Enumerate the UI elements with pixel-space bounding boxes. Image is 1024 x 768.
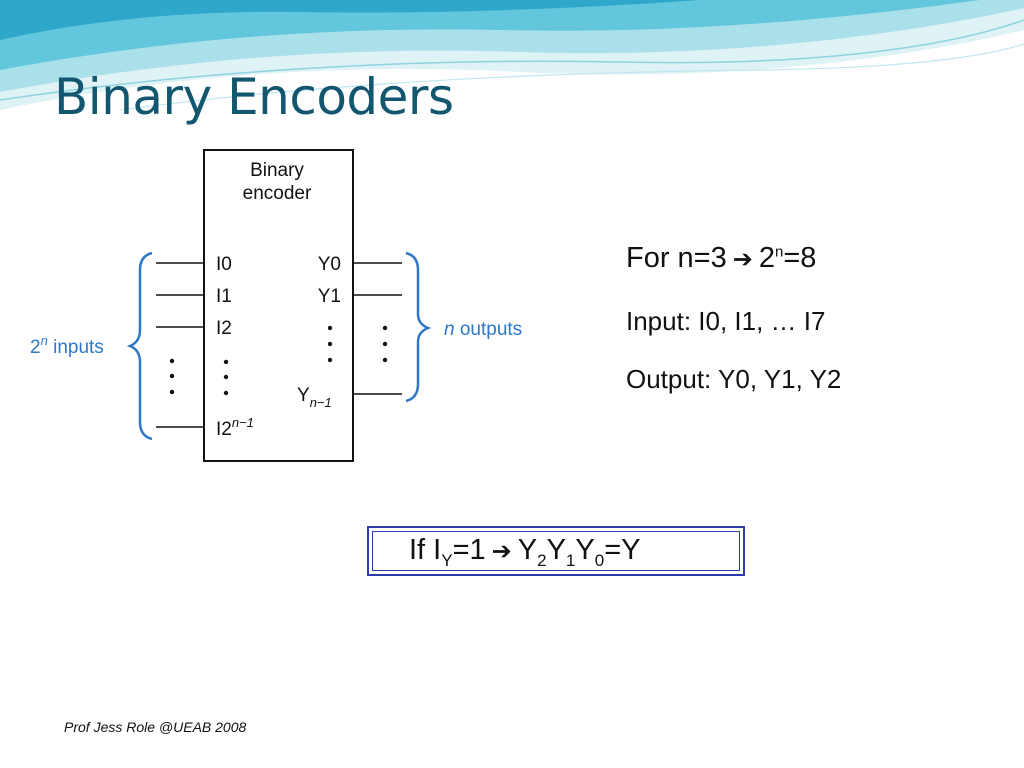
- header-wave-decoration: [0, 0, 1024, 111]
- info-line-outputs: Output: Y0, Y1, Y2: [626, 364, 842, 394]
- info-line-inputs: Input: I0, I1, … I7: [626, 306, 826, 336]
- input-label-i1: I1: [216, 286, 232, 307]
- input-label-i0: I0: [216, 254, 232, 275]
- input-label-i2: I2: [216, 318, 232, 339]
- formula-box: If IY=1➔Y2Y1Y0=Y: [367, 526, 745, 576]
- info-line-n: For n=3➔2n=8: [626, 242, 817, 274]
- output-lines: [353, 262, 402, 395]
- output-label-y0: Y0: [318, 254, 341, 275]
- outputs-brace: [405, 251, 432, 403]
- output-label-last: Yn−1: [297, 385, 332, 410]
- outputs-count-label: n outputs: [444, 319, 522, 340]
- encoder-block: [203, 149, 354, 462]
- slide-footer: Prof Jess Role @UEAB 2008: [64, 719, 247, 735]
- inputs-count-label: 2n inputs: [30, 333, 104, 358]
- block-title-line1: Binary: [250, 160, 304, 181]
- slide-title: Binary Encoders: [54, 68, 454, 126]
- block-title-line2: encoder: [243, 183, 312, 204]
- output-label-y1: Y1: [318, 286, 341, 307]
- right-arrow-icon: ➔: [491, 538, 512, 565]
- binary-encoder-diagram: Binary encoder I0 I1 I2 I2n−1 Y0 Y1: [30, 149, 522, 462]
- inputs-brace: [126, 251, 153, 441]
- encoder-formula: If IY=1➔Y2Y1Y0=Y: [409, 534, 641, 570]
- ellipsis-dots: [169, 325, 388, 396]
- input-label-last: I2n−1: [216, 415, 254, 440]
- input-lines: [156, 262, 204, 428]
- right-arrow-icon: ➔: [732, 246, 753, 273]
